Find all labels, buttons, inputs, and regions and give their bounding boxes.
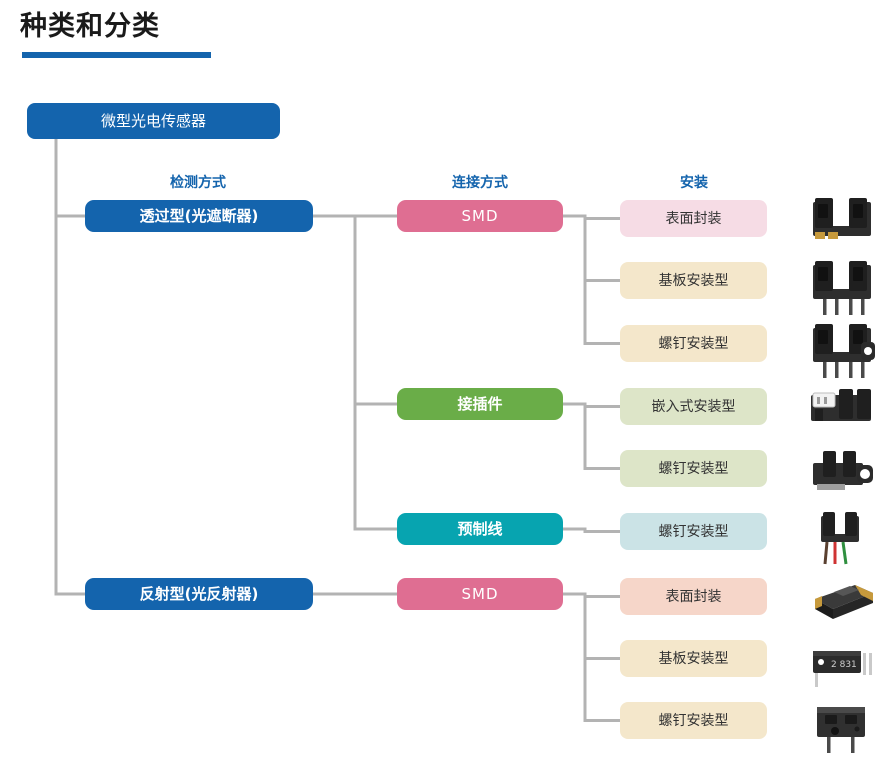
product-photo-sensor-slot-smd bbox=[805, 192, 879, 256]
node-smd-1-screw[interactable]: 螺钉安装型 bbox=[620, 325, 767, 362]
node-smd-2-screw[interactable]: 螺钉安装型 bbox=[620, 702, 767, 739]
node-smd-2-board[interactable]: 基板安装型 bbox=[620, 640, 767, 677]
product-photo-reflector-through-hole: 2 831 bbox=[805, 633, 879, 697]
product-photo-sensor-cable-screw bbox=[805, 506, 879, 570]
product-photo-sensor-connector-screw bbox=[805, 443, 879, 507]
node-root[interactable]: 微型光电传感器 bbox=[27, 103, 280, 139]
svg-text:2 831: 2 831 bbox=[831, 660, 857, 670]
node-smd-2-surface[interactable]: 表面封装 bbox=[620, 578, 767, 615]
node-reflective[interactable]: 反射型(光反射器) bbox=[85, 578, 313, 610]
column-header-connection-method: 连接方式 bbox=[452, 175, 508, 191]
node-smd-1[interactable]: SMD bbox=[397, 200, 563, 232]
node-cable-1-screw[interactable]: 螺钉安装型 bbox=[620, 513, 767, 550]
node-smd-1-board[interactable]: 基板安装型 bbox=[620, 262, 767, 299]
column-header-mounting: 安装 bbox=[680, 175, 708, 191]
product-photo-reflector-screw bbox=[805, 695, 879, 759]
node-smd-1-surface[interactable]: 表面封装 bbox=[620, 200, 767, 237]
node-cable-1[interactable]: 预制线 bbox=[397, 513, 563, 545]
node-connector-1[interactable]: 接插件 bbox=[397, 388, 563, 420]
page-title: 种类和分类 bbox=[20, 11, 160, 42]
product-photo-reflector-smd-chip bbox=[805, 571, 879, 635]
product-photo-sensor-connector-embedded bbox=[805, 381, 879, 445]
node-smd-2[interactable]: SMD bbox=[397, 578, 563, 610]
column-header-detection-method: 检测方式 bbox=[170, 175, 226, 191]
product-photo-sensor-slot-through-hole bbox=[805, 255, 879, 319]
node-transmissive[interactable]: 透过型(光遮断器) bbox=[85, 200, 313, 232]
product-photo-sensor-slot-screw bbox=[805, 318, 879, 382]
node-connector-1-screw[interactable]: 螺钉安装型 bbox=[620, 450, 767, 487]
node-connector-1-embedded[interactable]: 嵌入式安装型 bbox=[620, 388, 767, 425]
title-underline-rule bbox=[22, 52, 211, 58]
